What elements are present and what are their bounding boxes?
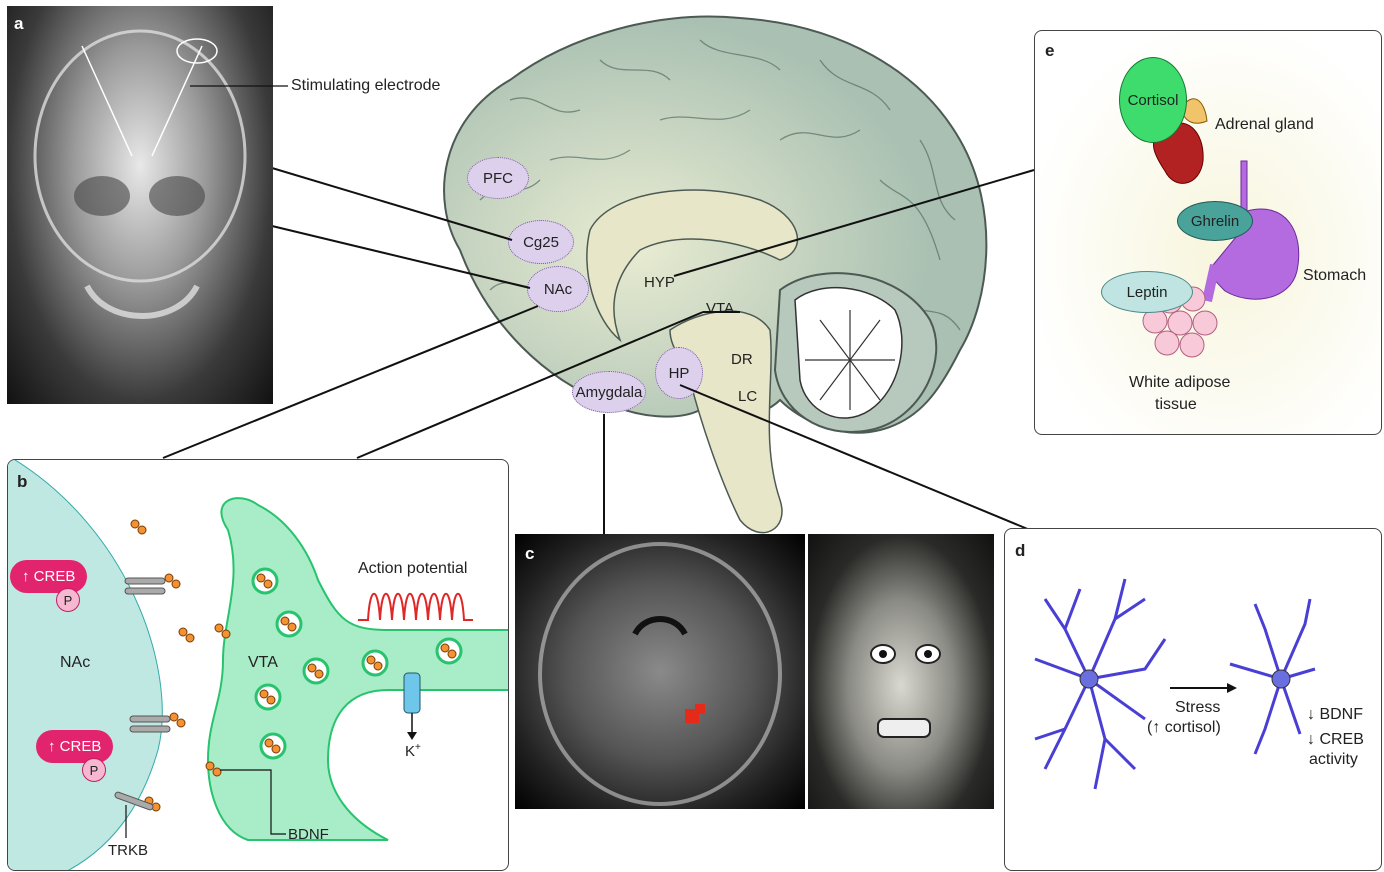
creb-badge: ↑ CREB xyxy=(10,560,87,593)
panel-a-xray: a xyxy=(7,6,273,404)
label-hyp: HYP xyxy=(644,274,675,291)
region-amygdala: Amygdala xyxy=(572,371,646,413)
panel-b-label: b xyxy=(17,472,27,492)
label-dr: DR xyxy=(731,351,753,368)
stomach-label: Stomach xyxy=(1303,267,1366,285)
face-photo-image xyxy=(808,534,994,809)
creb-badge: ↑ CREB xyxy=(36,730,113,763)
healthy-neuron xyxy=(1035,579,1165,789)
activity-label: activity xyxy=(1309,751,1358,769)
panel-b: b ↑ CREB P ↑ CREB P NAc VTA Action poten… xyxy=(7,459,509,871)
vta-label: VTA xyxy=(248,654,278,672)
cortisol-label: (↑ cortisol) xyxy=(1147,719,1221,737)
action-potential-label: Action potential xyxy=(358,560,467,578)
leptin-bubble: Leptin xyxy=(1101,271,1193,313)
stimulating-electrode-label: Stimulating electrode xyxy=(291,77,440,95)
phospho-p-badge: P xyxy=(82,758,106,782)
skull-xray-image xyxy=(7,6,273,404)
bdnf-label: BDNF xyxy=(288,826,329,843)
region-cg25: Cg25 xyxy=(508,220,574,264)
creb-phospho-top: ↑ CREB P xyxy=(10,560,87,593)
region-nac: NAc xyxy=(527,266,589,312)
label-lc: LC xyxy=(738,388,757,405)
creb-phospho-bottom: ↑ CREB P xyxy=(36,730,113,763)
fearful-face-photo xyxy=(808,534,994,809)
ghrelin-bubble: Ghrelin xyxy=(1177,201,1253,241)
bdnf-decrease-label: ↓ BDNF xyxy=(1307,706,1363,724)
electrode-callout-line xyxy=(190,80,290,100)
adipose-label-line1: White adipose xyxy=(1129,374,1230,392)
creb-decrease-label: ↓ CREB xyxy=(1307,731,1364,749)
healthy-soma xyxy=(1080,670,1098,688)
mri-scan-image xyxy=(515,534,805,809)
nac-label: NAc xyxy=(60,654,90,672)
adrenal-gland-label: Adrenal gland xyxy=(1215,116,1314,134)
stress-label: Stress xyxy=(1175,699,1220,717)
region-pfc: PFC xyxy=(467,157,529,199)
label-vta: VTA xyxy=(706,300,734,317)
region-hp: HP xyxy=(655,347,703,399)
panel-d: d Stress (↑ cortisol) ↓ BDNF ↓ CREB acti… xyxy=(1004,528,1382,871)
cortisol-bubble: Cortisol xyxy=(1119,57,1187,143)
potassium-ion-label: K+ xyxy=(405,742,421,760)
panel-c-label: c xyxy=(525,544,534,564)
panel-c-mri: c xyxy=(515,534,805,809)
adipose-label-line2: tissue xyxy=(1155,396,1197,414)
panel-e: e Cortisol Adrenal gland Ghrelin Stomach… xyxy=(1034,30,1382,435)
trkb-label: TRKB xyxy=(108,842,148,859)
panel-a-label: a xyxy=(14,14,23,34)
phospho-p-badge: P xyxy=(56,588,80,612)
atrophied-soma xyxy=(1272,670,1290,688)
